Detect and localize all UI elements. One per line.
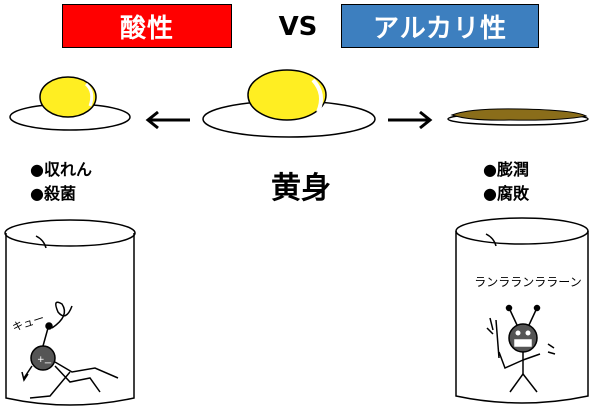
alkaline-effects: ●膨潤 ●腐敗 [483, 158, 529, 206]
acid-effect-item: ●殺菌 [30, 184, 76, 203]
right-arrow [388, 110, 433, 130]
ant-song-text: ランラランララーン [474, 275, 582, 289]
center-egg [202, 69, 376, 138]
yolk-label: 黄身 [271, 171, 331, 206]
alkaline-label-box: アルカリ性 [341, 4, 539, 48]
alkaline-egg [447, 108, 589, 126]
svg-text:+: + [37, 355, 45, 365]
acid-effects: ●収れん ●殺菌 [30, 158, 92, 206]
acid-label-box: 酸性 [62, 4, 232, 48]
left-arrow [145, 110, 190, 130]
shrunken-ant: + ー [21, 301, 119, 399]
alkaline-beaker [455, 217, 589, 404]
vs-label: VS [278, 12, 318, 42]
svg-text:ー: ー [44, 359, 52, 368]
acid-effect-item: ●収れん [30, 160, 92, 179]
acid-beaker [4, 219, 136, 406]
alkaline-effect-item: ●膨潤 [483, 160, 529, 179]
happy-ant [486, 304, 556, 393]
acid-egg [9, 76, 131, 131]
alkaline-effect-item: ●腐敗 [483, 184, 529, 203]
